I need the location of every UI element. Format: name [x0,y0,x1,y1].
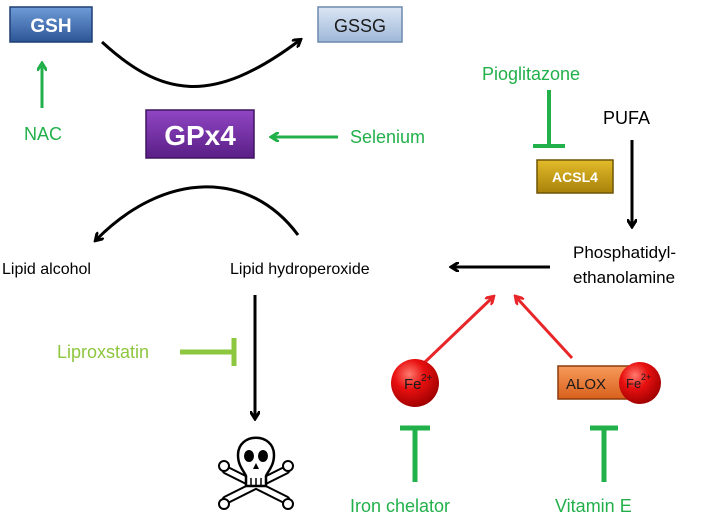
alox-activation-arrow [516,297,574,360]
alox-node: ALOX Fe 2+ [557,362,661,404]
pe-label-line2: ethanolamine [573,268,675,287]
acsl4-label: ACSL4 [552,169,598,185]
fe-charge: 2+ [421,373,433,384]
gpx4-node: GPx4 [145,109,255,159]
fe-activation-arrow [423,297,493,364]
gsh-label: GSH [30,16,71,37]
alox-fe-charge: 2+ [641,372,651,382]
iron-chelator-label: Iron chelator [350,496,450,516]
pe-label-line1: Phosphatidyl- [573,243,676,262]
lipid-hydroperoxide-label: Lipid hydroperoxide [230,261,370,278]
alox-fe-ball [619,362,661,404]
gssg-label: GSSG [334,16,386,36]
gpx4-label: GPx4 [164,120,236,151]
gsh-to-gssg-arrow [100,40,300,88]
pioglitazone-label: Pioglitazone [482,64,580,84]
fe-label: Fe [404,376,422,393]
selenium-label: Selenium [350,127,425,147]
alox-label: ALOX [566,376,606,393]
gsh-node: GSH [9,6,93,43]
nac-label: NAC [24,124,62,144]
vitamin-e-label: Vitamin E [555,496,632,516]
hydroperoxide-to-alcohol-arrow [96,185,300,240]
skull-crossbones-icon [218,436,294,510]
liproxstatin-label: Liproxstatin [57,342,149,362]
fe-node: Fe 2+ [391,359,439,407]
lipid-alcohol-label: Lipid alcohol [2,261,91,278]
pufa-label: PUFA [603,108,650,128]
gssg-node: GSSG [317,6,403,43]
alox-fe-label: Fe [626,376,641,391]
acsl4-node: ACSL4 [536,159,614,194]
